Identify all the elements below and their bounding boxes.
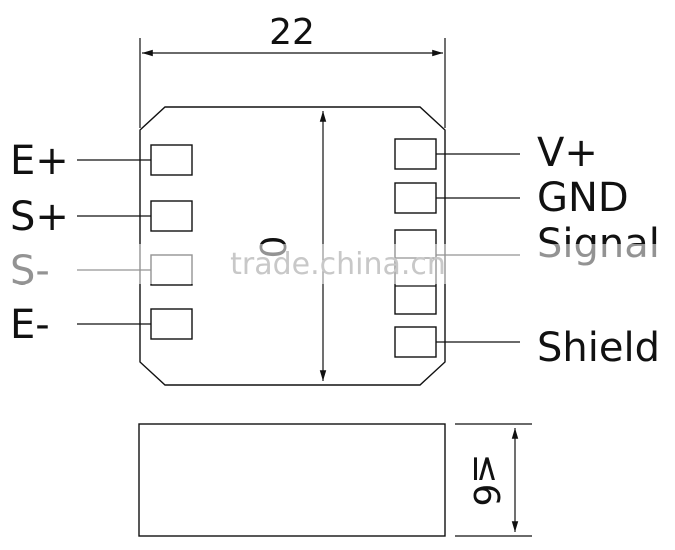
watermark-band bbox=[0, 244, 675, 284]
left-pins: E+ S+ S- E- bbox=[10, 138, 193, 348]
pin-label-s-plus: S+ bbox=[10, 194, 69, 240]
width-dimension-value: 22 bbox=[269, 12, 315, 53]
sensor-side-outline bbox=[138, 423, 446, 537]
pad-s-plus bbox=[150, 200, 193, 232]
thickness-dimension: ≤6 bbox=[455, 423, 532, 537]
thickness-dimension-value: ≤6 bbox=[465, 453, 506, 506]
width-dimension: 22 bbox=[139, 12, 446, 128]
pad-gnd bbox=[394, 182, 437, 214]
pad-e-minus bbox=[150, 308, 193, 340]
watermark-text: trade.china.cn bbox=[230, 247, 446, 282]
pin-label-e-plus: E+ bbox=[10, 138, 69, 184]
pad-shield bbox=[394, 326, 437, 358]
pin-label-shield: Shield bbox=[537, 325, 660, 371]
pin-label-gnd: GND bbox=[537, 175, 629, 221]
pad-v-plus bbox=[394, 138, 437, 170]
pin-label-v-plus: V+ bbox=[537, 130, 598, 176]
watermark: trade.china.cn bbox=[0, 244, 675, 284]
pad-e-plus bbox=[150, 144, 193, 176]
pin-label-e-minus: E- bbox=[10, 302, 50, 348]
sensor-top-outline bbox=[139, 106, 446, 386]
